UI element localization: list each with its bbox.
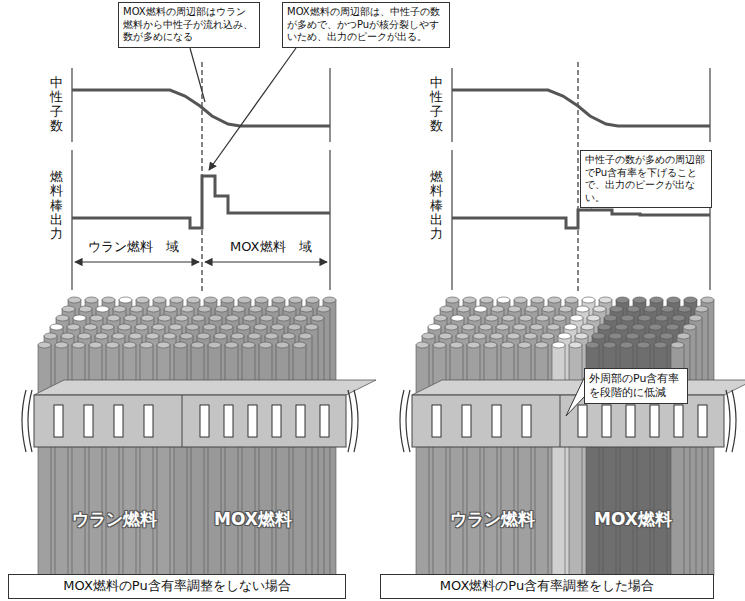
callout-text: 外周部のPu含有率を段階的に低減	[589, 372, 683, 400]
region-label: ウラン燃料 域	[88, 239, 179, 254]
axis-label: 燃料棒出力	[50, 170, 63, 241]
region-arrow	[75, 261, 327, 262]
fuel-label: ウラン燃料	[450, 508, 535, 531]
graph-curve	[72, 176, 330, 228]
callout-text: MOX燃料のPu含有率調整をしない場合	[13, 578, 341, 594]
fuel-label: ウラン燃料	[72, 509, 157, 529]
callout-tail	[566, 376, 585, 416]
region-label: MOX燃料 域	[230, 239, 312, 254]
region-label: ウラン燃料 域	[88, 238, 179, 256]
caption-box: MOX燃料のPu含有率調整をしない場合	[8, 574, 346, 599]
callout-box: 外周部のPu含有率を段階的に低減	[584, 368, 688, 404]
region-label: MOX燃料 域	[230, 238, 312, 256]
axis-label: 中性子数	[50, 76, 63, 133]
axis-label: 中性子数	[430, 76, 443, 133]
caption-box: MOX燃料のPu含有率調整をした場合	[380, 574, 714, 599]
fuel-label: MOX燃料	[214, 508, 292, 531]
fuel-label: MOX燃料	[214, 509, 292, 529]
callout-box: MOX燃料の周辺部はウラン燃料から中性子が流れ込み、数が多めになる	[118, 2, 260, 48]
graph-curve	[72, 90, 330, 126]
graph-frame	[72, 68, 710, 290]
axis-label: 燃料棒出力	[430, 170, 443, 241]
axis-label: 燃料棒出力	[50, 170, 63, 241]
callout-text: 中性子の数が多めの周辺部でPu含有率を下げることで、出力のピークが出ない。	[585, 154, 707, 204]
fuel-bundle	[22, 297, 376, 575]
axis-label: 燃料棒出力	[430, 170, 443, 241]
callout-text: MOX燃料の周辺部は、中性子の数が多めで、かつPuが核分裂しやすいため、出力のピ…	[287, 6, 445, 44]
axis-label: 中性子数	[430, 76, 443, 133]
callout-box: 中性子の数が多めの周辺部でPu含有率を下げることで、出力のピークが出ない。	[580, 150, 712, 208]
graph-curve	[452, 210, 710, 228]
fuel-label: ウラン燃料	[450, 509, 535, 529]
callout-text: MOX燃料のPu含有率調整をした場合	[385, 578, 709, 594]
fuel-label: MOX燃料	[594, 509, 672, 529]
fuel-bundle	[400, 297, 745, 575]
leader-line	[190, 48, 205, 102]
leader-line	[209, 48, 296, 170]
graph-curve	[452, 90, 710, 126]
fuel-label: ウラン燃料	[72, 508, 157, 531]
callout-text: MOX燃料の周辺部はウラン燃料から中性子が流れ込み、数が多めになる	[123, 6, 255, 44]
callout-box: MOX燃料の周辺部は、中性子の数が多めで、かつPuが核分裂しやすいため、出力のピ…	[282, 2, 450, 48]
axis-label: 中性子数	[50, 76, 63, 133]
boundary-line	[202, 62, 578, 292]
fuel-label: MOX燃料	[594, 508, 672, 531]
